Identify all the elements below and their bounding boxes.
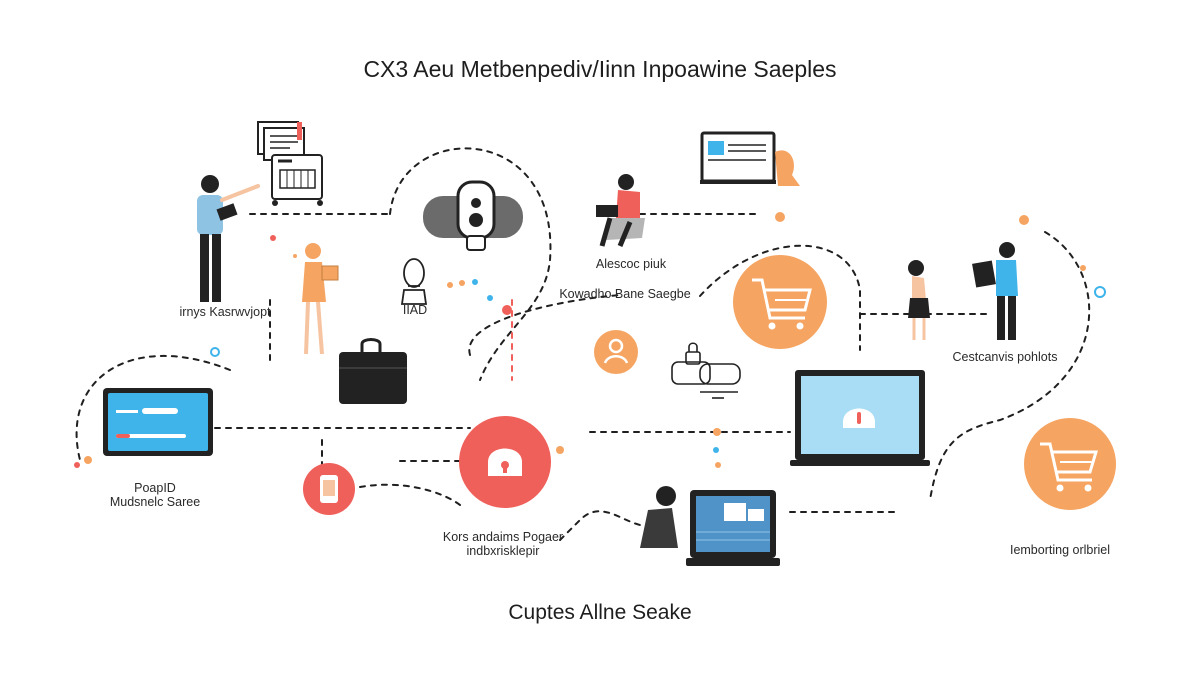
user-circle-icon (594, 330, 638, 374)
label-right-bottom: Iemborting orlbriel (1009, 543, 1111, 557)
connector-arc-middle (468, 294, 621, 356)
label-center-line2: indbxrisklepir (466, 544, 540, 558)
man-laptop-icon (972, 242, 1018, 340)
label-left-card: PoapID Mudsnelc Saree (100, 481, 210, 509)
connector-right-swoosh (929, 231, 1091, 501)
label-middle-caption: Kowadho Bane Saegbe (559, 287, 691, 301)
connector-arc-right (699, 244, 861, 351)
diagram-footer: Cuptes Allne Seake (508, 601, 692, 624)
woman-desktop-icon (640, 486, 780, 566)
laptop-lock-icon (790, 370, 930, 466)
lock-chat-icon (671, 342, 741, 399)
accent-dots (74, 212, 1106, 468)
connector-left-loop (75, 354, 231, 461)
label-left-person: irnys Kasrwvjopt (179, 305, 271, 319)
payment-card-icon (103, 388, 213, 456)
connector-phone-lock (359, 483, 461, 506)
woman-icon (908, 260, 930, 340)
label-left-card-line1: PoapID (134, 481, 176, 495)
connector-arc-top (389, 147, 552, 381)
diagram-title: CX3 Aeu Metbenpediv/Iinn Inpoawine Saepl… (363, 56, 837, 82)
label-robot: IIAD (402, 303, 428, 317)
label-left-card-line2: Mudsnelc Saree (109, 495, 201, 509)
shopping-cart-icon (733, 255, 827, 349)
dashed-connectors (75, 147, 1091, 541)
label-right-pair: Cestcanvis pohlots (952, 350, 1058, 364)
briefcase-icon (339, 338, 407, 404)
padlock-icon (459, 416, 551, 508)
label-center: Kors andaims Pogaer indbxrisklepir (428, 530, 578, 558)
phone-icon (303, 463, 355, 515)
monitor-chat-icon (700, 131, 800, 186)
seated-laptop-person-icon (596, 174, 645, 247)
connector-center-right (559, 510, 641, 541)
robot-head-icon (400, 258, 428, 305)
camera-security-icon (423, 180, 523, 251)
chart-terminal-icon (271, 154, 323, 206)
cart-circle-icon (1024, 418, 1116, 510)
label-seated-person: Alescoc piuk (595, 257, 667, 271)
woman-box-icon (302, 243, 339, 355)
label-center-line1: Kors andaims Pogaer (442, 530, 564, 544)
person-tablet-icon (197, 175, 260, 302)
